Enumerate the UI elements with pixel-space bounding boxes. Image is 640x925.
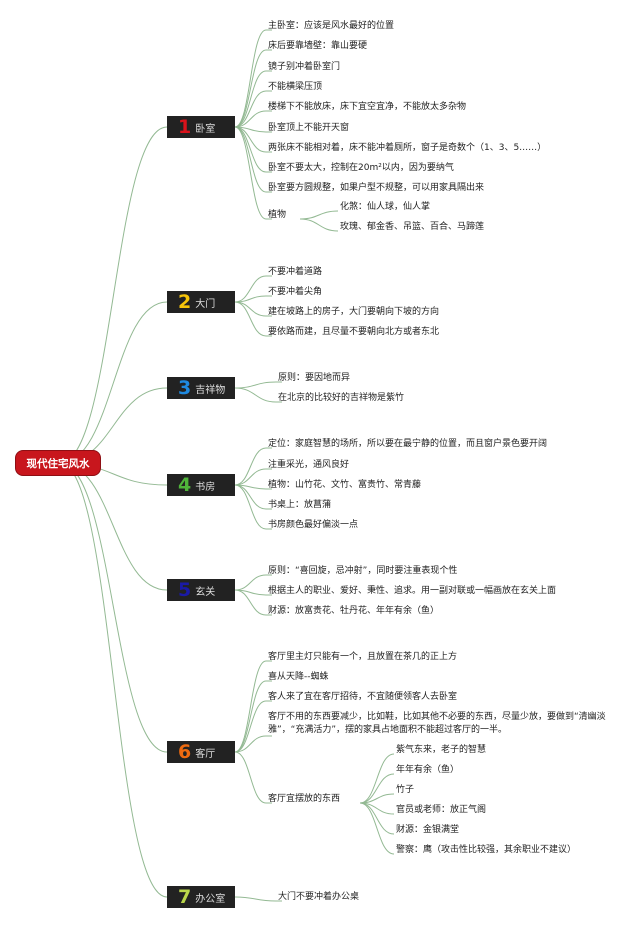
- leaf-item[interactable]: 在北京的比较好的吉祥物是紫竹: [278, 393, 405, 403]
- branch-number: 4: [178, 474, 192, 496]
- branch-leaf-link: [234, 589, 267, 616]
- branch-leaf-link: [234, 680, 267, 753]
- branch-leaf-link: [234, 301, 267, 337]
- leaf-item[interactable]: 竹子: [396, 785, 415, 795]
- branch-leaf-link: [234, 49, 267, 128]
- branch-leaf-link: [234, 126, 267, 173]
- leaf-item[interactable]: 卧室顶上不能开天窗: [268, 123, 350, 133]
- branch-leaf-link: [234, 700, 267, 753]
- branch-label: 书房: [195, 481, 216, 493]
- branch-label: 玄关: [195, 586, 216, 598]
- leaf-item[interactable]: 床后要靠墙壁：靠山要硬: [268, 41, 368, 51]
- leaf-item[interactable]: 化煞：仙人球，仙人掌: [340, 202, 431, 212]
- branch-leaf-link: [234, 660, 267, 753]
- leaf-item[interactable]: 卧室要方圆规整，如果户型不规整，可以用家具隔出来: [268, 183, 485, 193]
- branch-number: 7: [178, 886, 192, 908]
- branch-leaf-link: [234, 468, 267, 486]
- branch-label: 大门: [195, 298, 216, 310]
- root-label: 现代住宅风水: [26, 457, 90, 470]
- sub-leaf-link: [299, 210, 339, 220]
- leaf-item[interactable]: 紫气东来，老子的智慧: [396, 745, 487, 755]
- leaf-item[interactable]: 不能横梁压顶: [268, 82, 323, 92]
- branch-leaf-link: [234, 896, 277, 902]
- connector-lines: [59, 29, 395, 902]
- branch-number: 1: [178, 116, 192, 138]
- branch-leaf-link: [234, 381, 277, 389]
- leaf-item[interactable]: 玫瑰、郁金香、吊篮、百合、马蹄莲: [340, 222, 485, 232]
- root-branch-link: [59, 126, 168, 464]
- branch-door[interactable]: 2 大门: [167, 291, 235, 313]
- leaf-item[interactable]: 植物: [268, 210, 287, 220]
- branch-number: 3: [178, 377, 192, 399]
- leaf-item[interactable]: 注重采光，通风良好: [268, 460, 350, 470]
- branch-living-room[interactable]: 6 客厅: [167, 741, 235, 763]
- sub-leaf-link: [359, 753, 395, 804]
- leaf-item[interactable]: 不要冲着道路: [268, 267, 323, 277]
- branch-leaf-link: [234, 126, 267, 220]
- leaf-item[interactable]: 警察：鹰（攻击性比较强，其余职业不建议）: [396, 845, 577, 855]
- root-branch-link: [59, 462, 168, 591]
- branch-office[interactable]: 7 办公室: [167, 886, 235, 908]
- branch-leaf-link: [234, 29, 267, 128]
- branch-leaf-link: [234, 90, 267, 128]
- root-branch-link: [59, 462, 168, 898]
- leaf-item[interactable]: 根据主人的职业、爱好、秉性、追求。用一副对联或一幅画放在玄关上面: [268, 586, 557, 596]
- branch-leaf-link: [234, 387, 277, 403]
- sub-leaf-link: [299, 218, 339, 232]
- leaf-item[interactable]: 客厅不用的东西要减少，比如鞋，比如其他不必要的东西，尽量少放，要做到“清幽淡雅”…: [268, 712, 606, 735]
- leaf-item[interactable]: 植物：山竹花、文竹、富贵竹、常青藤: [268, 480, 422, 490]
- leaf-item[interactable]: 财源：金银满堂: [396, 825, 460, 835]
- leaf-item[interactable]: 客厅宜摆放的东西: [268, 794, 341, 804]
- root-branch-link: [59, 462, 168, 753]
- leaf-item[interactable]: 不要冲着尖角: [268, 287, 323, 297]
- leaf-item[interactable]: 主卧室：应该是风水最好的位置: [268, 21, 395, 31]
- leaf-item[interactable]: 定位：家庭智慧的场所，所以要在最宁静的位置，而且窗户景色要开阔: [268, 439, 548, 449]
- branch-number: 6: [178, 741, 192, 763]
- branch-mascot[interactable]: 3 吉祥物: [167, 377, 235, 399]
- root-branch-link: [59, 301, 168, 464]
- sub-leaf-link: [359, 802, 395, 855]
- root-node[interactable]: 现代住宅风水: [16, 451, 100, 475]
- leaf-item[interactable]: 年年有余（鱼）: [396, 765, 460, 775]
- branch-label: 吉祥物: [195, 384, 226, 396]
- leaf-item[interactable]: 书房颜色最好偏淡一点: [268, 520, 359, 530]
- leaf-item[interactable]: 建在坡路上的房子，大门要朝向下坡的方向: [268, 307, 440, 317]
- leaf-item[interactable]: 楼梯下不能放床，床下宜空宜净，不能放太多杂物: [268, 102, 467, 112]
- leaf-item[interactable]: 大门不要冲着办公桌: [278, 892, 360, 902]
- branch-study[interactable]: 4 书房: [167, 474, 235, 496]
- branch-leaf-link: [234, 735, 267, 753]
- branch-leaf-link: [234, 110, 267, 128]
- leaf-item[interactable]: 原则：要因地而异: [278, 373, 351, 383]
- leaf-item[interactable]: 客人来了宜在客厅招待，不宜随便领客人去卧室: [268, 692, 458, 702]
- branch-leaf-link: [234, 275, 267, 303]
- branch-leaf-link: [234, 574, 267, 591]
- branch-foyer[interactable]: 5 玄关: [167, 579, 235, 601]
- leaf-item[interactable]: 两张床不能相对着，床不能冲着厕所，窗子是奇数个（1、3、5……）: [268, 143, 547, 153]
- branch-bedroom[interactable]: 1 卧室: [167, 116, 235, 138]
- leaf-item[interactable]: 官员或老师：放正气阁: [396, 805, 487, 815]
- leaf-item[interactable]: 喜从天降--蜘蛛: [268, 672, 329, 682]
- sub-leaf-link: [359, 773, 395, 804]
- leaf-item[interactable]: 镜子别冲着卧室门: [268, 62, 341, 72]
- branch-leaf-link: [234, 484, 267, 530]
- leaf-item[interactable]: 原则：“喜回旋，忌冲射”，同时要注重表现个性: [268, 566, 458, 576]
- leaf-item[interactable]: 财源：放富贵花、牡丹花、年年有余（鱼）: [268, 606, 440, 616]
- branch-label: 办公室: [195, 893, 226, 905]
- branch-label: 卧室: [195, 123, 216, 135]
- leaf-item[interactable]: 要依路而建，且尽量不要朝向北方或者东北: [268, 327, 440, 337]
- branch-number: 5: [178, 579, 192, 601]
- branch-number: 2: [178, 291, 192, 313]
- leaf-item[interactable]: 客厅里主灯只能有一个，且放置在茶几的正上方: [268, 652, 458, 662]
- branch-label: 客厅: [195, 748, 216, 760]
- branch-leaf-link: [234, 126, 267, 193]
- leaf-item[interactable]: 卧室不要太大，控制在20m²以内，因为要纳气: [268, 163, 454, 173]
- leaf-item[interactable]: 书桌上：放菖蒲: [268, 500, 332, 510]
- branch-leaf-link: [234, 301, 267, 317]
- branch-leaf-link: [234, 447, 267, 486]
- branch-leaf-link: [234, 751, 267, 804]
